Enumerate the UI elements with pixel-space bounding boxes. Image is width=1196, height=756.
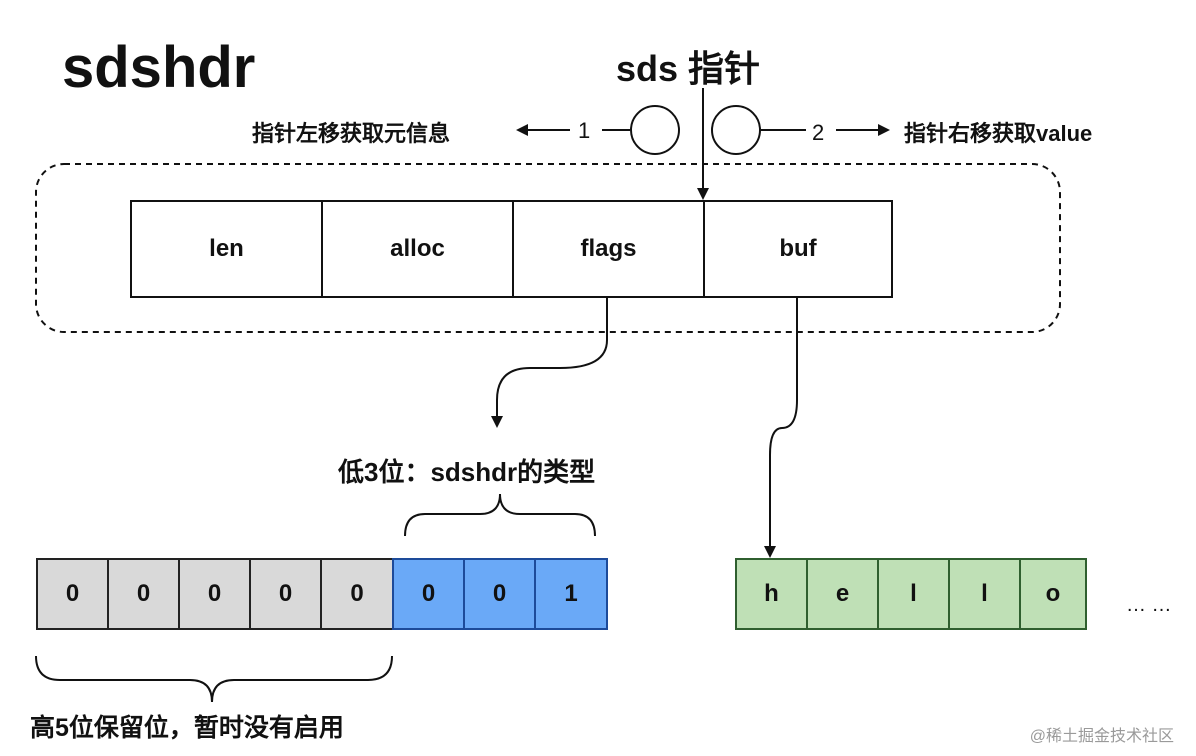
left-step-number: 1 — [578, 118, 591, 143]
field-flags: flags — [512, 200, 705, 298]
bit-4: 0 — [249, 558, 322, 630]
page-title: sdshdr — [62, 35, 256, 100]
left-move-note: 指针左移获取元信息 — [252, 121, 451, 146]
right-circle — [711, 105, 761, 155]
sdshdr-dashed-container — [35, 163, 1061, 333]
left-circle — [630, 105, 680, 155]
ellipsis: … … — [1126, 594, 1172, 616]
bit-5: 0 — [178, 558, 251, 630]
flags-to-bits-arrow — [491, 298, 608, 428]
bit-6: 0 — [107, 558, 180, 630]
field-len: len — [130, 200, 323, 298]
high-bits-label: 高5位保留位，暂时没有启用 — [30, 714, 344, 742]
bit-2: 0 — [392, 558, 465, 630]
buf-char-4: o — [1019, 558, 1087, 630]
bit-3: 0 — [320, 558, 394, 630]
right-move-note: 指针右移获取value — [904, 121, 1093, 146]
sds-pointer-label: sds 指针 — [616, 48, 761, 89]
right-step-number: 2 — [812, 120, 825, 145]
field-alloc: alloc — [321, 200, 514, 298]
buf-to-chars-arrow — [764, 298, 798, 558]
field-buf: buf — [703, 200, 893, 298]
bit-1: 0 — [463, 558, 536, 630]
footer-watermark: @稀土掘金技术社区 — [1029, 728, 1174, 745]
buf-char-3: l — [948, 558, 1021, 630]
bit-7: 0 — [36, 558, 109, 630]
high-bits-brace — [35, 655, 393, 703]
bit-0: 1 — [534, 558, 608, 630]
buf-char-0: h — [735, 558, 808, 630]
buf-char-2: l — [877, 558, 950, 630]
buf-char-1: e — [806, 558, 879, 630]
low-bits-brace — [404, 493, 596, 537]
low-bits-label: 低3位：sdshdr的类型 — [338, 457, 596, 487]
